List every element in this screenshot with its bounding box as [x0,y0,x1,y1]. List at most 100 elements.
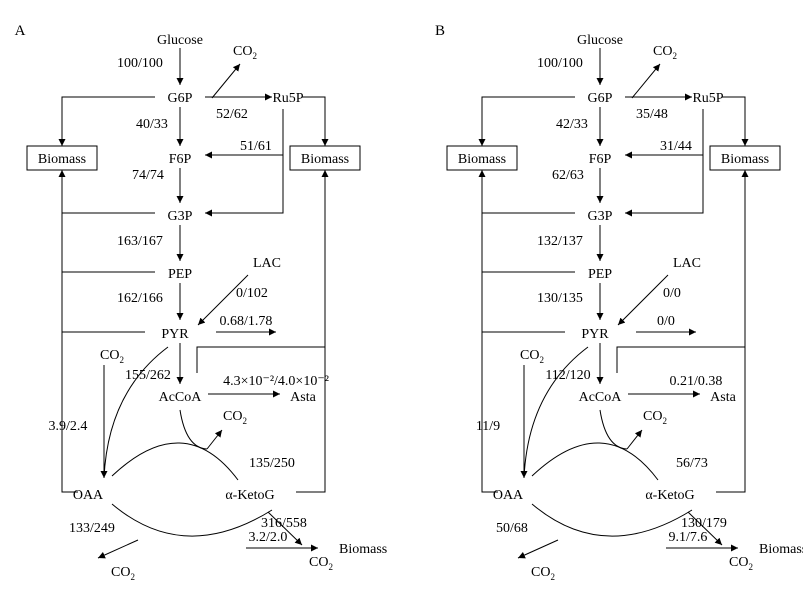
node-oaa: OAA [493,488,524,503]
flux-g6p-ru5p: 35/48 [636,107,668,122]
flux-lac-pyr: 0/0 [663,286,681,301]
arrow-lac-pyr [197,274,249,326]
tca-arc-bottom [531,503,693,537]
node-g6p: G6P [588,91,613,106]
tca-accoa-entry [179,409,208,450]
node-biomass-output: Biomass [339,542,387,557]
flux-g3p-pep: 132/137 [537,234,583,249]
node-ru5p: Ru5P [692,91,723,106]
flux-lac-pyr: 0/102 [236,286,268,301]
node-co2-anaplerotic: CO2 [520,348,544,365]
flux-glucose-g6p: 100/100 [117,56,163,71]
tca-arc-top [531,442,659,481]
flux-g6p-f6p: 42/33 [556,117,588,132]
node-g6p: G6P [168,91,193,106]
flux-ru5p-f6p: 51/61 [240,139,272,154]
flux-tca: 56/73 [676,456,708,471]
node-co2-akg: CO2 [309,555,333,572]
node-co2-oaa: CO2 [111,565,135,582]
node-alpha-ketoglutarate: α-KetoG [645,488,694,503]
panel-letter: A [15,23,26,39]
node-co2-oaa: CO2 [531,565,555,582]
flux-pyr-accoa: 112/120 [545,368,590,383]
node-biomass-right: Biomass [721,152,769,167]
arrow-g6p-biomass [478,96,575,146]
arrow-ru5p-biomass [722,96,749,146]
arrow-g6p-biomass [58,96,155,146]
tca-arc-bottom [111,503,273,537]
flux-pyr-accoa: 155/262 [125,368,171,383]
node-co2-anaplerotic: CO2 [100,348,124,365]
node-co2-tca: CO2 [643,409,667,426]
node-accoa: AcCoA [159,390,203,405]
node-co2-akg: CO2 [729,555,753,572]
arrow-lac-pyr [617,274,669,326]
node-ru5p: Ru5P [272,91,303,106]
node-g3p: G3P [168,209,193,224]
node-accoa: AcCoA [579,390,623,405]
node-alpha-ketoglutarate: α-KetoG [225,488,274,503]
node-co2-tca: CO2 [223,409,247,426]
arrow-tca-co2 [626,429,643,450]
node-pyr: PYR [161,327,189,342]
arrow-akg-co2 [687,511,723,546]
biomass-box-right [709,145,781,171]
flux-pyr-output: 0.68/1.78 [220,314,273,329]
arrow-ru5p-biomass [302,96,329,146]
node-biomass-right: Biomass [301,152,349,167]
line-biomass-connector [196,346,325,373]
biomass-box-right [289,145,361,171]
line-biomass-connector [616,346,745,373]
arrow-oaa-biomass [58,170,78,493]
node-biomass-left: Biomass [458,152,506,167]
arrow-ppp-co2 [631,63,661,99]
node-glucose: Glucose [157,33,203,48]
arrow-ru5p-g3p [625,109,704,217]
panel-letter: B [435,23,445,39]
flux-biomass-output: 9.1/7.6 [669,530,708,545]
flux-co2-oaa: 3.9/2.4 [49,419,88,434]
node-oaa: OAA [73,488,104,503]
arrow-oaa-co2 [517,539,559,559]
flux-akg-co2: 130/179 [681,516,727,531]
node-lac: LAC [673,256,701,271]
node-f6p: F6P [589,152,612,167]
node-pep: PEP [168,267,192,282]
flux-g6p-ru5p: 52/62 [216,107,248,122]
node-biomass-output: Biomass [759,542,803,557]
tca-accoa-entry [599,409,628,450]
node-pep: PEP [588,267,612,282]
flux-tca: 135/250 [249,456,295,471]
node-g3p: G3P [588,209,613,224]
node-asta: Asta [710,390,736,405]
biomass-box-left [446,145,518,171]
node-biomass-left: Biomass [38,152,86,167]
flux-pep-pyr: 162/166 [117,291,163,306]
node-asta: Asta [290,390,316,405]
flux-pyr-output: 0/0 [657,314,675,329]
biomass-box-left [26,145,98,171]
arrow-akg-biomass [296,170,329,493]
node-lac: LAC [253,256,281,271]
arrow-ru5p-g3p [205,109,284,217]
flux-f6p-g3p: 62/63 [552,168,584,183]
flux-pep-pyr: 130/135 [537,291,583,306]
arrow-ppp-co2 [211,63,241,99]
curve-pyr-oaa [103,346,169,479]
arrow-tca-co2 [206,429,223,450]
flux-oaa-co2: 133/249 [69,521,115,536]
arrow-akg-biomass [716,170,749,493]
flux-biomass-output: 3.2/2.0 [249,530,288,545]
node-co2-ppp: CO2 [653,44,677,61]
node-pyr: PYR [581,327,609,342]
node-co2-ppp: CO2 [233,44,257,61]
flux-accoa-asta: 0.21/0.38 [670,374,723,389]
flux-ru5p-f6p: 31/44 [660,139,692,154]
flux-f6p-g3p: 74/74 [132,168,164,183]
node-f6p: F6P [169,152,192,167]
arrow-oaa-biomass [478,170,498,493]
arrow-oaa-co2 [97,539,139,559]
